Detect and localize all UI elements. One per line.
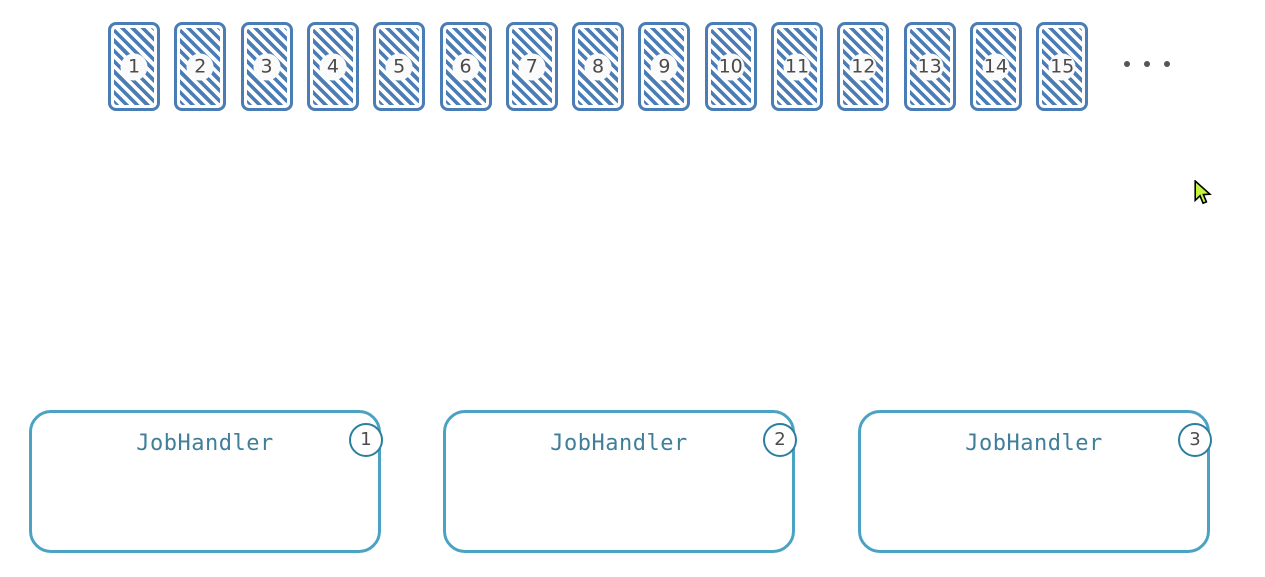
card-number-circle <box>584 53 612 80</box>
card-number-circle <box>650 53 678 80</box>
card-number-label: 4 <box>326 55 339 77</box>
card-number-label: 11 <box>784 55 810 77</box>
card-number-label: 8 <box>592 55 605 77</box>
queue-card[interactable]: 4 <box>306 22 359 111</box>
job-handler-index-badge: 3 <box>1178 423 1212 457</box>
card-back-hatch-pattern: 13 <box>909 28 950 105</box>
card-number-label: 14 <box>983 55 1008 77</box>
card-number-circle <box>253 53 281 80</box>
job-handler-index-label: 1 <box>360 429 372 450</box>
card-number-circle <box>452 53 479 80</box>
job-handler-title: JobHandler <box>550 431 688 456</box>
card-number-circle <box>518 53 546 80</box>
queue-card[interactable]: 9 <box>638 22 691 111</box>
job-handler-box[interactable]: JobHandler 1 <box>29 410 383 553</box>
card-back-hatch-pattern: 12 <box>843 28 884 105</box>
card-back-hatch-pattern: 14 <box>975 28 1016 105</box>
job-handler-box[interactable]: JobHandler 3 <box>858 410 1212 553</box>
card-number-label: 7 <box>525 55 538 77</box>
job-handler-title: JobHandler <box>136 431 274 456</box>
queue-card[interactable]: 12 <box>837 22 890 111</box>
card-number-label: 6 <box>459 55 472 77</box>
job-handler-index-badge: 1 <box>349 423 383 457</box>
card-back-hatch-pattern: 9 <box>644 28 685 105</box>
job-handler-index-label: 2 <box>774 429 786 450</box>
queue-card[interactable]: 11 <box>771 22 823 111</box>
job-handler-index-label: 3 <box>1189 429 1201 450</box>
queue-card[interactable]: 1 <box>108 22 160 111</box>
ellipsis-dot <box>1144 61 1150 67</box>
card-number-label: 10 <box>718 55 743 77</box>
queue-card[interactable]: 2 <box>174 22 227 111</box>
card-number-label: 12 <box>851 55 876 77</box>
queue-truncation-ellipsis <box>1124 52 1170 76</box>
card-number-circle <box>319 53 347 80</box>
card-back-hatch-pattern: 1 <box>114 28 154 105</box>
card-number-label: 15 <box>1050 55 1075 77</box>
card-back-hatch-pattern: 7 <box>511 28 552 105</box>
card-back-hatch-pattern: 8 <box>578 28 619 105</box>
queue-card[interactable]: 8 <box>572 22 625 111</box>
card-number-circle <box>385 53 413 80</box>
ellipsis-dot <box>1124 61 1130 67</box>
queue-card[interactable]: 15 <box>1036 22 1089 111</box>
card-back-hatch-pattern: 4 <box>312 28 353 105</box>
queue-card[interactable]: 7 <box>505 22 558 111</box>
queue-card[interactable]: 13 <box>903 22 956 111</box>
card-number-circle <box>186 53 214 80</box>
card-number-label: 1 <box>127 55 141 77</box>
queue-card[interactable]: 14 <box>969 22 1022 111</box>
card-number-label: 2 <box>194 55 207 77</box>
card-back-hatch-pattern: 10 <box>710 28 751 105</box>
job-handler-title: JobHandler <box>965 431 1103 456</box>
card-number-label: 13 <box>917 55 942 77</box>
queue-card[interactable]: 10 <box>704 22 757 111</box>
card-back-hatch-pattern: 5 <box>379 28 420 105</box>
card-back-hatch-pattern: 6 <box>445 28 486 105</box>
job-handler-index-badge: 2 <box>763 423 797 457</box>
card-number-circle <box>982 53 1010 80</box>
ellipsis-dot <box>1164 61 1170 67</box>
card-number-circle <box>1048 53 1076 80</box>
card-back-hatch-pattern: 11 <box>777 28 817 105</box>
card-number-circle <box>717 53 745 80</box>
card-number-label: 9 <box>658 55 671 77</box>
queue-card[interactable]: 3 <box>240 22 293 111</box>
card-number-circle <box>916 53 944 80</box>
queue-card[interactable]: 5 <box>373 22 426 111</box>
card-back-hatch-pattern: 15 <box>1042 28 1083 105</box>
queue-card[interactable]: 6 <box>439 22 492 111</box>
card-number-label: 5 <box>393 55 406 77</box>
job-handler-box[interactable]: JobHandler 2 <box>443 410 797 553</box>
card-number-label: 3 <box>260 55 273 77</box>
card-number-circle <box>120 53 148 80</box>
card-back-hatch-pattern: 2 <box>180 28 221 105</box>
card-number-circle <box>783 53 811 80</box>
card-back-hatch-pattern: 3 <box>246 28 287 105</box>
card-number-circle <box>849 53 877 80</box>
